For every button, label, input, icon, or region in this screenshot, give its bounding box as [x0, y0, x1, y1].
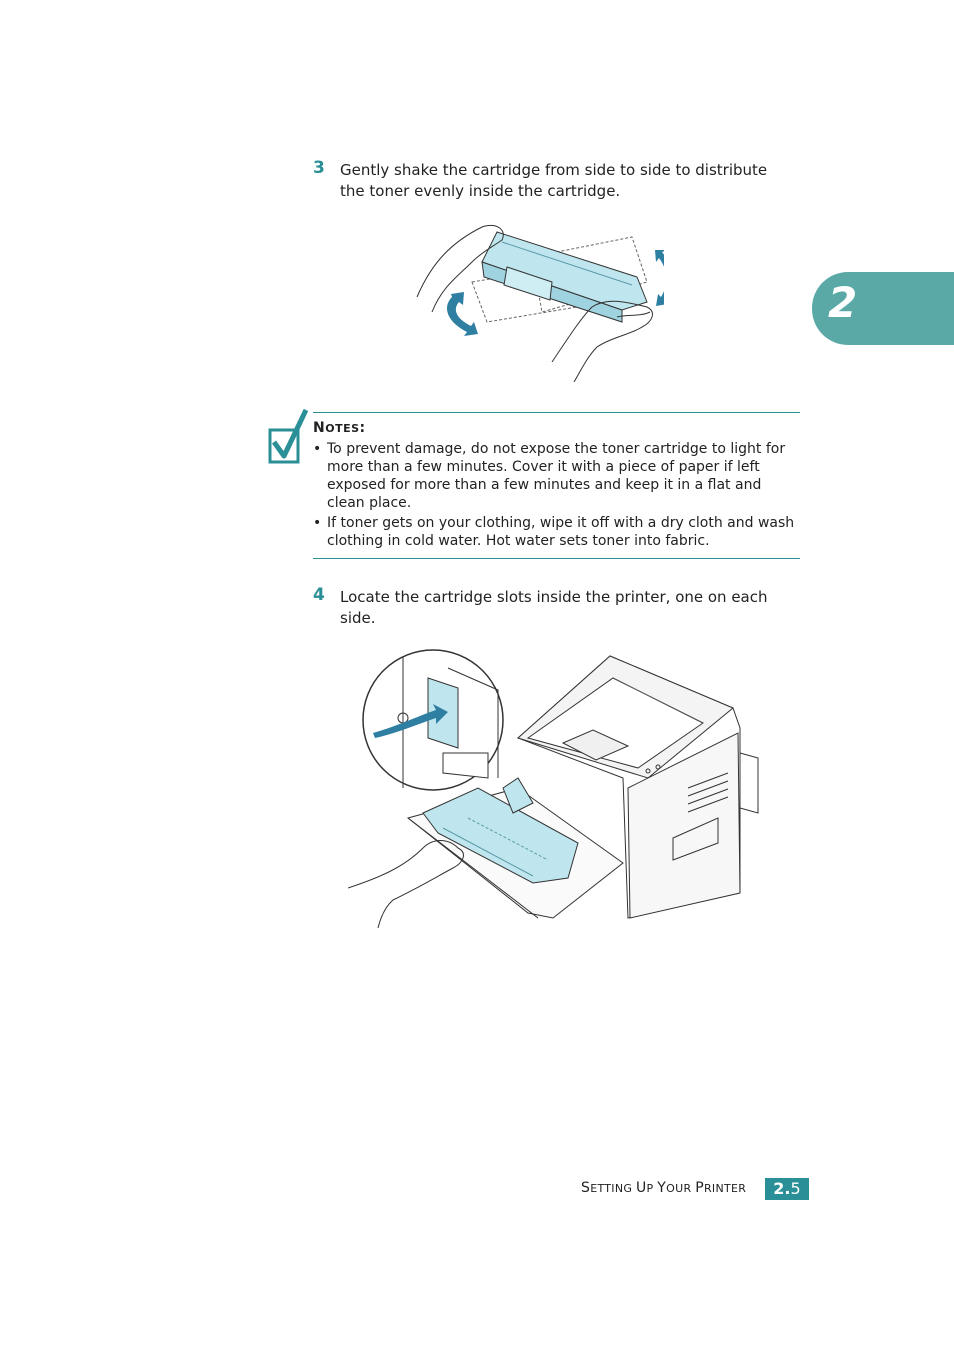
step-text: Gently shake the cartridge from side to …	[340, 161, 768, 200]
footer-section-title: SETTING UP YOUR PRINTER	[581, 1180, 747, 1196]
notes-heading: NOTES:	[313, 420, 366, 436]
step-number: 3	[313, 158, 325, 178]
note-item: If toner gets on your clothing, wipe it …	[313, 514, 800, 550]
chapter-number: 2	[828, 278, 858, 327]
step-text: Locate the cartridge slots inside the pr…	[340, 588, 768, 627]
notes-box: NOTES: To prevent damage, do not expose …	[313, 412, 800, 559]
step-3: 3 Gently shake the cartridge from side t…	[313, 158, 783, 202]
step-number: 4	[313, 585, 325, 605]
step-4: 4 Locate the cartridge slots inside the …	[313, 585, 783, 629]
printer-cartridge-slot-illustration	[348, 649, 759, 928]
page-number: 2.5	[765, 1178, 809, 1200]
chapter-tab: 2	[812, 272, 954, 345]
checkmark-note-icon	[268, 408, 308, 464]
shake-cartridge-illustration	[416, 225, 664, 382]
notes-list: To prevent damage, do not expose the ton…	[313, 440, 800, 550]
note-item: To prevent damage, do not expose the ton…	[313, 440, 800, 512]
